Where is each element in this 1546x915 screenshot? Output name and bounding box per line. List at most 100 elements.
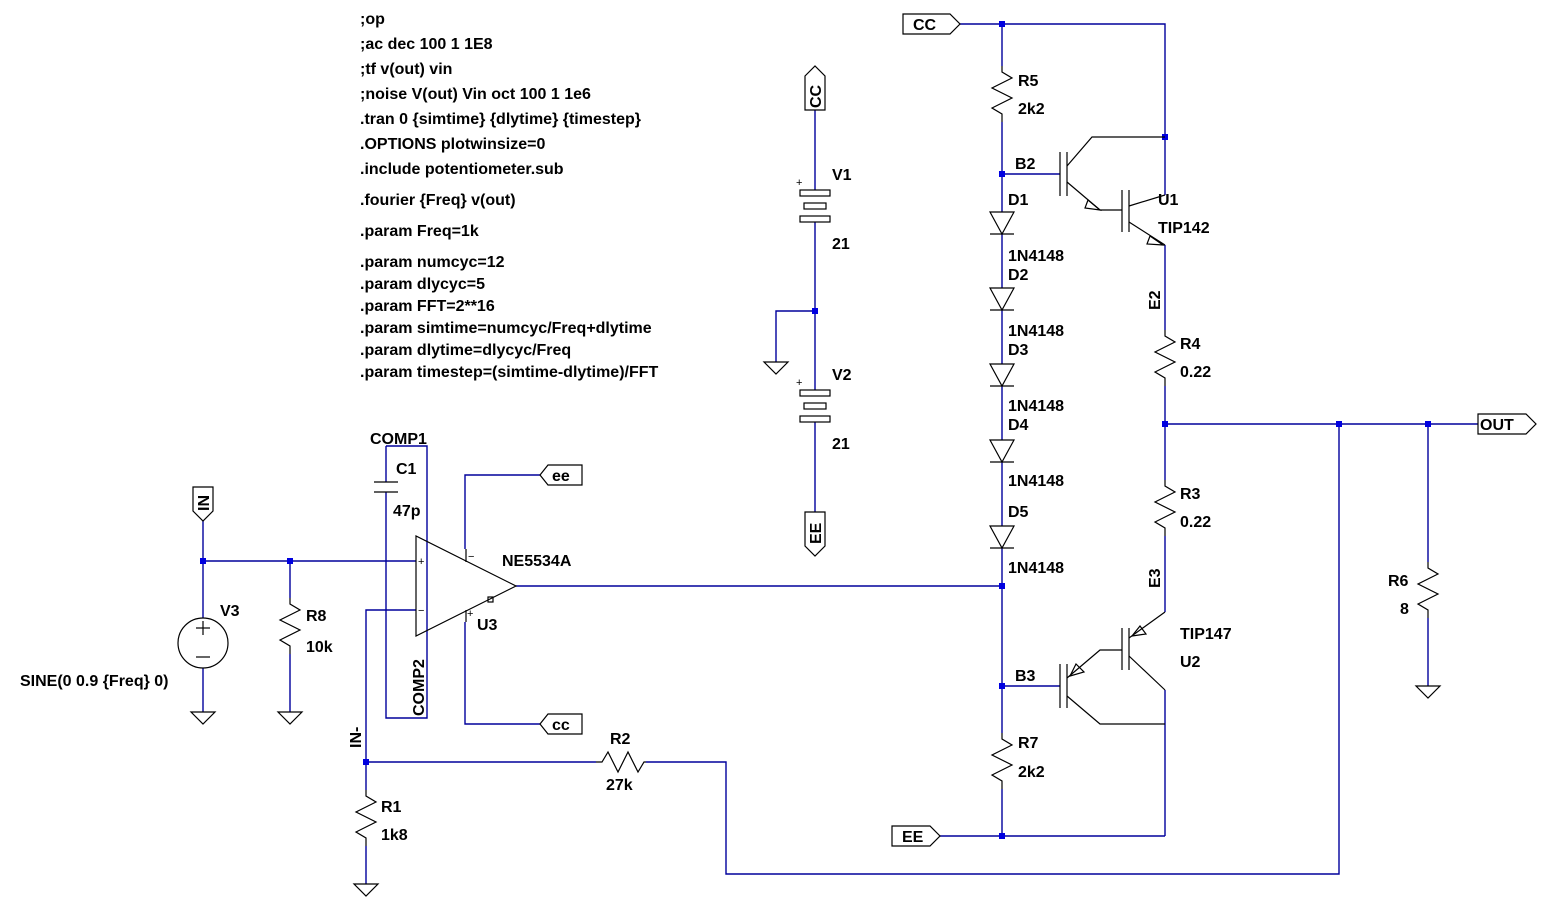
ground-symbol: [189, 711, 217, 725]
label-r5-value: 2k2: [1018, 101, 1045, 118]
svg-text:IN: IN: [196, 495, 213, 511]
label-d4-value: 1N4148: [1008, 473, 1064, 490]
directive-param-numcyc[interactable]: .param numcyc=12: [360, 254, 505, 271]
directive-fourier[interactable]: .fourier {Freq} v(out): [360, 192, 516, 209]
directive-tran[interactable]: .tran 0 {simtime} {dlytime} {timestep}: [360, 111, 641, 128]
label-r1-name: R1: [381, 799, 402, 816]
resistor-r8[interactable]: [278, 598, 302, 654]
svg-text:cc: cc: [552, 717, 570, 734]
svg-text:+: +: [796, 177, 802, 189]
opamp-u3[interactable]: + − − +: [415, 535, 518, 637]
label-r8-value: 10k: [306, 639, 333, 656]
label-v3-name: V3: [220, 603, 240, 620]
svg-text:CC: CC: [913, 17, 937, 34]
label-v3-value: SINE(0 0.9 {Freq} 0): [20, 673, 169, 690]
resistor-r1[interactable]: [354, 790, 378, 846]
label-r2-name: R2: [610, 731, 631, 748]
label-b3: B3: [1015, 668, 1036, 685]
label-v2-name: V2: [832, 367, 852, 384]
label-in-minus: IN-: [348, 727, 365, 748]
directive-op[interactable]: ;op: [360, 11, 385, 28]
port-ee-bottom[interactable]: EE: [891, 825, 941, 847]
label-d3-value: 1N4148: [1008, 398, 1064, 415]
port-in[interactable]: IN: [192, 486, 214, 522]
diode-d2[interactable]: [988, 287, 1016, 312]
label-d4-name: D4: [1008, 417, 1029, 434]
directive-options[interactable]: .OPTIONS plotwinsize=0: [360, 136, 545, 153]
label-d1-value: 1N4148: [1008, 248, 1064, 265]
svg-text:−: −: [468, 551, 474, 563]
port-v-ee[interactable]: EE: [804, 511, 826, 557]
label-r2-value: 27k: [606, 777, 633, 794]
directive-param-freq[interactable]: .param Freq=1k: [360, 223, 479, 240]
resistor-r6[interactable]: [1416, 562, 1440, 618]
label-d2-value: 1N4148: [1008, 323, 1064, 340]
resistor-r7[interactable]: [990, 733, 1014, 789]
directive-param-fft[interactable]: .param FFT=2**16: [360, 298, 495, 315]
label-r3-value: 0.22: [1180, 514, 1211, 531]
label-v2-value: 21: [832, 436, 850, 453]
directive-param-dlytime[interactable]: .param dlytime=dlycyc/Freq: [360, 342, 571, 359]
label-c1-value: 47p: [393, 503, 421, 520]
svg-text:+: +: [467, 608, 473, 620]
label-u1-value: TIP142: [1158, 220, 1210, 237]
transistor-u2-darlington[interactable]: [1059, 611, 1166, 725]
directive-ac[interactable]: ;ac dec 100 1 1E8: [360, 36, 493, 53]
directive-param-dlycyc[interactable]: .param dlycyc=5: [360, 276, 485, 293]
label-d1-name: D1: [1008, 192, 1029, 209]
label-d5-name: D5: [1008, 504, 1029, 521]
resistor-r2[interactable]: [596, 750, 646, 774]
label-r3-name: R3: [1180, 486, 1201, 503]
label-d2-name: D2: [1008, 267, 1029, 284]
svg-text:+: +: [796, 377, 802, 389]
port-out[interactable]: OUT: [1477, 413, 1537, 435]
sine-source-v3[interactable]: [177, 617, 229, 669]
svg-text:ee: ee: [552, 468, 570, 485]
resistor-r5[interactable]: [990, 66, 1014, 122]
label-e2: E2: [1147, 290, 1164, 310]
label-e3: E3: [1147, 568, 1164, 588]
label-r4-name: R4: [1180, 336, 1201, 353]
label-u2-value: TIP147: [1180, 626, 1232, 643]
svg-text:EE: EE: [902, 829, 924, 846]
transistor-u1-darlington[interactable]: [1059, 136, 1166, 246]
directive-param-simtime[interactable]: .param simtime=numcyc/Freq+dlytime: [360, 320, 652, 337]
label-r1-value: 1k8: [381, 827, 408, 844]
directive-tf[interactable]: ;tf v(out) vin: [360, 61, 452, 78]
port-v-cc[interactable]: CC: [804, 65, 826, 111]
svg-text:+: +: [418, 556, 424, 568]
label-r7-value: 2k2: [1018, 764, 1045, 781]
directive-include[interactable]: .include potentiometer.sub: [360, 161, 564, 178]
label-v1-value: 21: [832, 236, 850, 253]
ground-symbol: [276, 711, 304, 725]
resistor-r3[interactable]: [1153, 480, 1177, 536]
ground-symbol: [1414, 685, 1442, 699]
label-d5-value: 1N4148: [1008, 560, 1064, 577]
diode-d4[interactable]: [988, 439, 1016, 464]
ground-symbol: [352, 883, 380, 897]
capacitor-c1[interactable]: [374, 481, 398, 493]
port-cc-top[interactable]: CC: [902, 13, 961, 35]
directive-noise[interactable]: ;noise V(out) Vin oct 100 1 1e6: [360, 86, 591, 103]
resistor-r4[interactable]: [1153, 330, 1177, 386]
label-u1-name: U1: [1158, 192, 1179, 209]
directive-param-timestep[interactable]: .param timestep=(simtime-dlytime)/FFT: [360, 364, 659, 381]
label-v1-name: V1: [832, 167, 852, 184]
battery-v2[interactable]: +: [796, 377, 831, 423]
port-cc-opamp[interactable]: cc: [539, 713, 583, 735]
diode-d5[interactable]: [988, 525, 1016, 550]
label-d3-name: D3: [1008, 342, 1029, 359]
spice-directives: ;op ;ac dec 100 1 1E8 ;tf v(out) vin ;no…: [360, 11, 659, 381]
wires: [202, 23, 1478, 884]
label-comp2: COMP2: [411, 659, 428, 716]
port-ee-opamp[interactable]: ee: [539, 464, 583, 486]
svg-text:−: −: [418, 605, 424, 617]
diode-d1[interactable]: [988, 211, 1016, 236]
label-comp1: COMP1: [370, 431, 427, 448]
battery-v1[interactable]: +: [796, 177, 831, 223]
svg-text:OUT: OUT: [1480, 417, 1514, 434]
label-r5-name: R5: [1018, 73, 1039, 90]
label-u3-value: NE5534A: [502, 553, 572, 570]
diode-d3[interactable]: [988, 363, 1016, 388]
label-r6-value: 8: [1400, 601, 1409, 618]
